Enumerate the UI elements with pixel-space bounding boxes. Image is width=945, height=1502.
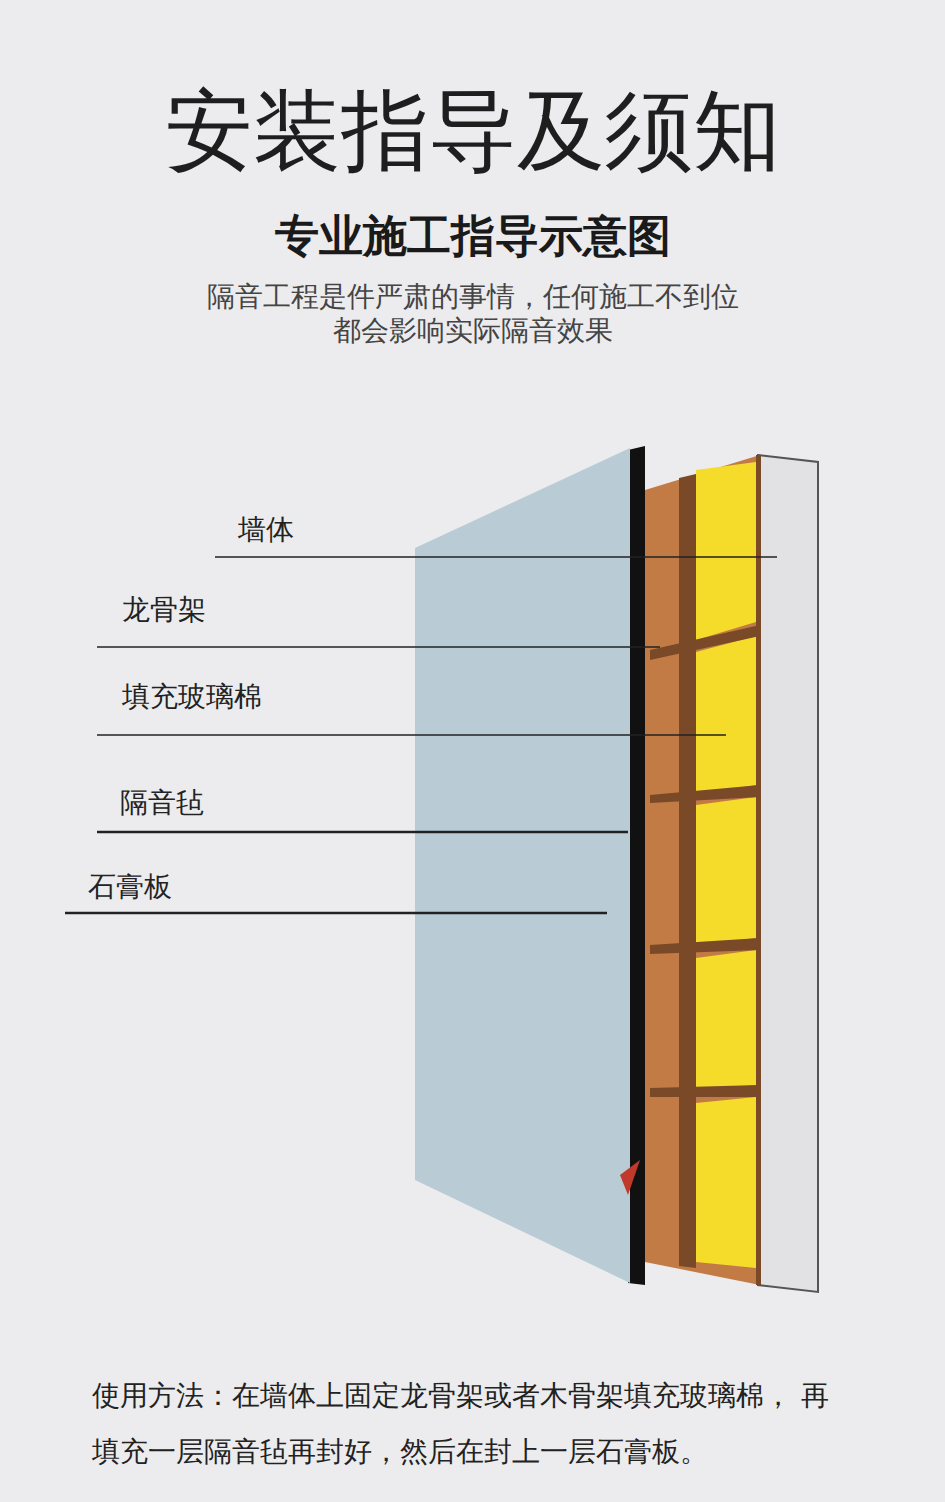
- stud: [679, 474, 696, 1268]
- cross-bars: [650, 625, 760, 1097]
- part-label: 填充玻璃棉: [122, 679, 262, 714]
- glass-wool: [696, 462, 756, 1268]
- felt-layer: [628, 446, 645, 1285]
- subtitle: 专业施工指导示意图: [0, 210, 945, 263]
- page-title: 安装指导及须知: [0, 78, 945, 184]
- frame-layer: [645, 455, 760, 1285]
- description: 隔音工程是件严肃的事情，任何施工不到位 都会影响实际隔音效果: [201, 280, 744, 347]
- leader-lines: [65, 557, 777, 913]
- gypsum-board: [415, 448, 630, 1283]
- frame-edge: [756, 455, 761, 1285]
- wall-layer: [758, 455, 818, 1292]
- part-label: 隔音毡: [120, 785, 204, 820]
- usage-caption: 使用方法：在墙体上固定龙骨架或者木骨架填充玻璃棉， 再填充一层隔音毡再封好，然后…: [92, 1368, 831, 1480]
- part-label: 石膏板: [88, 869, 172, 904]
- mark: [620, 1160, 640, 1195]
- part-label: 墙体: [238, 512, 294, 547]
- part-label: 龙骨架: [122, 592, 206, 627]
